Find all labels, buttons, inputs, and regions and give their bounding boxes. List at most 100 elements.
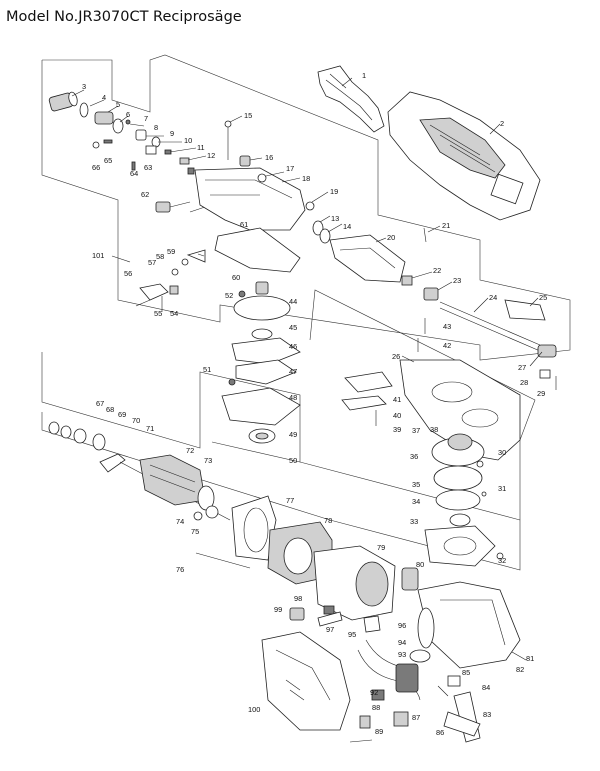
callout: 66 — [92, 163, 100, 172]
callout: 63 — [144, 163, 152, 172]
ring-19 — [305, 201, 315, 211]
motor-housing-79 — [313, 545, 396, 621]
ring-13 — [312, 220, 324, 236]
part-95 — [363, 615, 381, 633]
callout: 64 — [130, 169, 138, 178]
callout: 30 — [498, 448, 506, 457]
callout: 32 — [498, 556, 506, 565]
ring-4 — [79, 102, 89, 118]
callout: 24 — [489, 293, 497, 302]
spring-85 — [437, 685, 449, 697]
screw-32 — [496, 552, 504, 560]
callout: 25 — [539, 293, 547, 302]
callout: 5 — [116, 100, 120, 109]
spring-21 — [423, 227, 427, 243]
callout: 84 — [482, 683, 490, 692]
callout-labels: 1 2 3 4 5 6 7 8 9 10 11 12 13 14 15 16 1… — [82, 71, 547, 737]
screw-head-15 — [224, 120, 232, 128]
callout: 76 — [176, 565, 184, 574]
seat-33 — [443, 536, 477, 556]
pin-64 — [131, 161, 136, 171]
callout: 72 — [186, 446, 194, 455]
callout: 33 — [410, 517, 418, 526]
callout: 78 — [324, 516, 332, 525]
ring-17 — [257, 173, 267, 183]
callout: 95 — [348, 630, 356, 639]
callout: 34 — [412, 497, 420, 506]
callout: 69 — [118, 410, 126, 419]
callout: 45 — [289, 323, 297, 332]
block-62 — [155, 201, 171, 213]
part-84 — [447, 675, 461, 687]
callout: 96 — [398, 621, 406, 630]
part-93b — [409, 649, 431, 663]
part-87 — [393, 711, 409, 727]
sleeve-5 — [94, 111, 114, 125]
callout: 14 — [343, 222, 351, 231]
screw-52 — [238, 290, 246, 298]
part-97 — [317, 611, 343, 627]
frame-line — [299, 461, 521, 521]
lever-11 — [179, 157, 190, 165]
callout: 42 — [443, 341, 451, 350]
ring-74 — [193, 511, 203, 521]
pin-65 — [103, 139, 113, 144]
callout: 62 — [141, 190, 149, 199]
controller-93 — [395, 663, 419, 693]
pin-31 — [481, 491, 487, 497]
callout: 58 — [156, 252, 164, 261]
callout: 100 — [248, 705, 260, 714]
base-48 — [221, 387, 301, 426]
gear-45 — [233, 295, 291, 321]
plunger-24 — [439, 301, 541, 352]
cord-86 — [443, 711, 481, 737]
ring-68 — [60, 425, 72, 439]
callout: 43 — [443, 322, 451, 331]
screw-81 — [511, 651, 527, 661]
blade-clamp-56 — [135, 283, 169, 307]
motor-housing-part — [387, 91, 541, 221]
callout: 60 — [232, 273, 240, 282]
callout: 70 — [132, 416, 140, 425]
screw-66 — [92, 141, 100, 149]
callout: 10 — [184, 136, 192, 145]
callout: 49 — [289, 430, 297, 439]
callout: 81 — [526, 654, 534, 663]
callout: 22 — [433, 266, 441, 275]
ring-35 — [435, 489, 481, 511]
bearing-75 — [205, 505, 219, 519]
callout: 59 — [167, 247, 175, 256]
ring-6 — [112, 118, 124, 134]
callout: 94 — [398, 638, 406, 647]
callout: 71 — [146, 424, 154, 433]
callout: 85 — [462, 668, 470, 677]
callout: 41 — [393, 395, 401, 404]
callout: 93 — [398, 650, 406, 659]
model-title: Model No.JR3070CT Reciprosäge — [6, 9, 242, 25]
callout: 35 — [412, 480, 420, 489]
callout: 74 — [176, 517, 184, 526]
callout: 101 — [92, 251, 104, 260]
part-99 — [289, 607, 305, 621]
part-89 — [349, 739, 373, 743]
ring-58 — [181, 258, 189, 266]
callout: 46 — [289, 342, 297, 351]
callout: 18 — [302, 174, 310, 183]
bearing-44 — [255, 281, 269, 295]
ring-57 — [171, 268, 179, 276]
callout: 99 — [274, 605, 282, 614]
callout: 57 — [148, 258, 156, 267]
ring-70 — [92, 433, 106, 451]
callout: 56 — [124, 269, 132, 278]
ring-69 — [73, 428, 87, 444]
ring-50 — [255, 432, 269, 440]
sleeve-27 — [537, 344, 557, 358]
callout: 11 — [197, 143, 205, 152]
callout: 73 — [204, 456, 212, 465]
callout: 89 — [375, 727, 383, 736]
callout: 13 — [331, 214, 339, 223]
callout: 92 — [370, 688, 378, 697]
callout: 8 — [154, 123, 158, 132]
callout: 80 — [416, 560, 424, 569]
